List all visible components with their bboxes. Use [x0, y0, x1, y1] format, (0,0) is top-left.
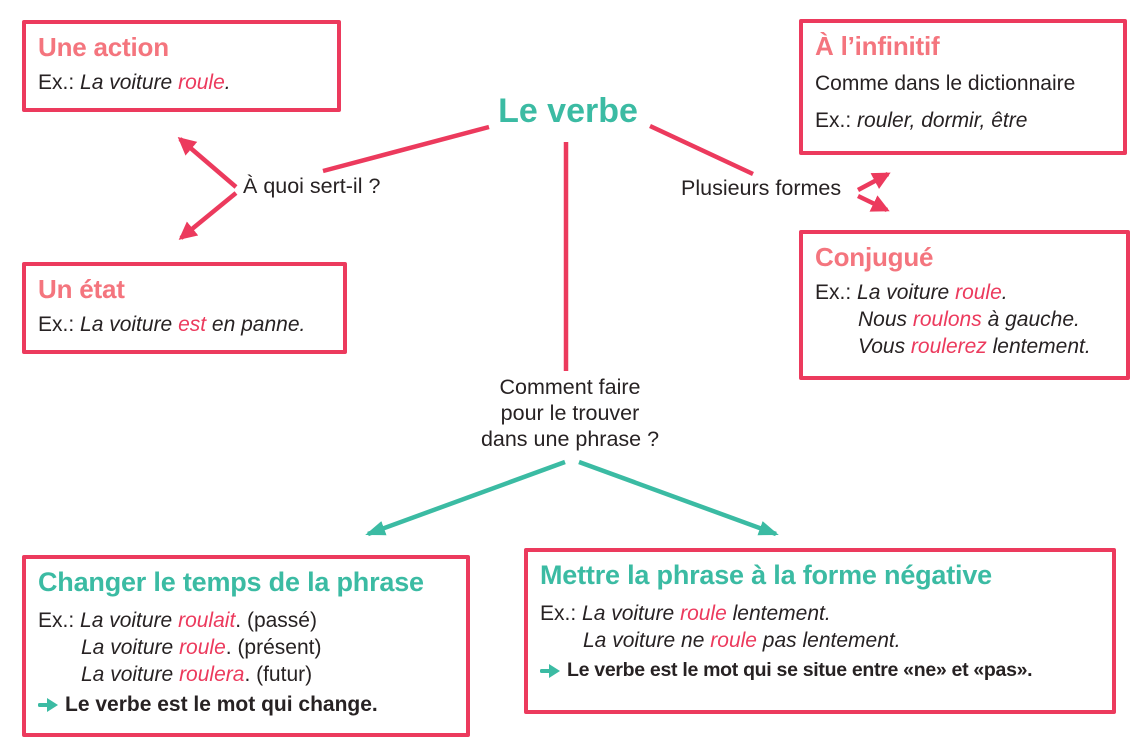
- example-text: .: [225, 636, 238, 659]
- highlighted-verb: roulerez: [910, 335, 987, 358]
- box-title: Changer le temps de la phrase: [38, 567, 424, 597]
- example-text: La voiture: [80, 313, 179, 336]
- tense-tag: (passé): [246, 609, 317, 632]
- label-comment-faire: Comment faire pour le trouver dans une p…: [467, 374, 673, 452]
- box-title: À l’infinitif: [815, 31, 940, 61]
- example-text: lentement.: [726, 602, 831, 625]
- highlighted-verb: roulera: [179, 663, 245, 686]
- example-line: Ex.: La voiture roule.: [815, 279, 1114, 306]
- label-plusieurs-formes: Plusieurs formes: [681, 176, 842, 200]
- connector-verbe-to-left-question: [322, 124, 490, 174]
- connector-arrow-to-un-etat: [178, 191, 238, 240]
- box-title: Une action: [38, 32, 169, 62]
- box-title: Conjugué: [815, 242, 934, 272]
- example-line: Ex.: La voiture roule.: [38, 69, 325, 96]
- example-line: Nous roulons à gauche.: [815, 306, 1114, 333]
- example-text: à gauche.: [981, 308, 1080, 331]
- example-line: Ex.: La voiture roulait. (passé): [38, 607, 454, 634]
- tense-tag: (présent): [237, 636, 322, 659]
- example-line: La voiture ne roule pas lentement.: [540, 627, 1100, 654]
- box-une-action: Une action Ex.: La voiture roule.: [22, 20, 341, 112]
- example-text: La voiture ne: [583, 629, 711, 652]
- example-label: Ex.:: [815, 109, 858, 132]
- label-a-quoi-sert-il: À quoi sert-il ?: [243, 174, 381, 198]
- box-forme-negative: Mettre la phrase à la forme négative Ex.…: [524, 548, 1116, 714]
- highlighted-verb: roule: [680, 602, 727, 625]
- example-text: rouler, dormir, être: [857, 109, 1028, 132]
- example-text: .: [244, 663, 257, 686]
- box-un-etat: Un état Ex.: La voiture est en panne.: [22, 262, 347, 354]
- tense-tag: (futur): [256, 663, 313, 686]
- example-label: Ex.:: [38, 71, 81, 94]
- example-text: Vous: [858, 335, 911, 358]
- example-text: La voiture: [857, 281, 956, 304]
- box-conjugue: Conjugué Ex.: La voiture roule. Nous rou…: [799, 230, 1130, 380]
- arrow-bullet-icon: [38, 697, 58, 712]
- connector-arrow-to-infinitif: [856, 172, 891, 192]
- example-text: La voiture: [80, 609, 179, 632]
- box-title: Mettre la phrase à la forme négative: [540, 560, 992, 590]
- highlighted-verb: roule: [179, 636, 226, 659]
- box-changer-temps: Changer le temps de la phrase Ex.: La vo…: [22, 555, 470, 737]
- connector-arrow-to-conjugue: [857, 193, 890, 213]
- example-label: Ex.:: [540, 602, 583, 625]
- box-title: Un état: [38, 274, 125, 304]
- example-line: Vous roulerez lentement.: [815, 333, 1114, 360]
- example-text: .: [1001, 281, 1008, 304]
- example-line: Ex.: rouler, dormir, être: [815, 107, 1111, 134]
- example-text: La voiture: [81, 636, 180, 659]
- example-line: Ex.: La voiture est en panne.: [38, 311, 331, 338]
- example-text: .: [235, 609, 247, 632]
- example-line: Ex.: La voiture roule lentement.: [540, 600, 1100, 627]
- highlighted-verb: roule: [178, 71, 225, 94]
- center-question-line-2: pour le trouver: [500, 401, 640, 425]
- example-text: en panne.: [206, 313, 306, 336]
- connector-verbe-to-right-question: [649, 123, 754, 177]
- box-infinitif: À l’infinitif Comme dans le dictionnaire…: [799, 19, 1127, 155]
- conclusion-line: Le verbe est le mot qui se situe entre «…: [540, 657, 1100, 684]
- conclusion-line: Le verbe est le mot qui change.: [38, 691, 454, 718]
- example-text: pas lentement.: [756, 629, 901, 652]
- example-line: La voiture roulera. (futur): [38, 661, 454, 688]
- highlighted-verb: roule: [710, 629, 757, 652]
- subtitle-line: Comme dans le dictionnaire: [815, 72, 1076, 95]
- highlighted-verb: roule: [955, 281, 1002, 304]
- root-title: Le verbe: [498, 92, 638, 130]
- highlighted-verb: roulait: [178, 609, 236, 632]
- example-line: La voiture roule. (présent): [38, 634, 454, 661]
- connector-arrow-to-une-action: [177, 137, 238, 189]
- connector-arrow-to-negation: [578, 459, 779, 537]
- conclusion-text: Le verbe est le mot qui se situe entre «…: [567, 659, 1033, 681]
- example-label: Ex.:: [38, 609, 81, 632]
- example-text: .: [224, 71, 231, 94]
- example-label: Ex.:: [815, 281, 858, 304]
- example-text: La voiture: [80, 71, 179, 94]
- highlighted-verb: roulons: [912, 308, 982, 331]
- arrow-bullet-icon: [540, 663, 560, 678]
- connector-arrow-to-temps: [365, 459, 566, 537]
- example-text: Nous: [858, 308, 913, 331]
- example-text: lentement.: [986, 335, 1091, 358]
- center-question-line-1: Comment faire: [499, 375, 641, 399]
- example-text: La voiture: [81, 663, 180, 686]
- example-label: Ex.:: [38, 313, 81, 336]
- center-question-line-3: dans une phrase ?: [480, 427, 660, 451]
- example-text: La voiture: [582, 602, 681, 625]
- conclusion-text: Le verbe est le mot qui change.: [65, 693, 378, 716]
- highlighted-verb: est: [178, 313, 207, 336]
